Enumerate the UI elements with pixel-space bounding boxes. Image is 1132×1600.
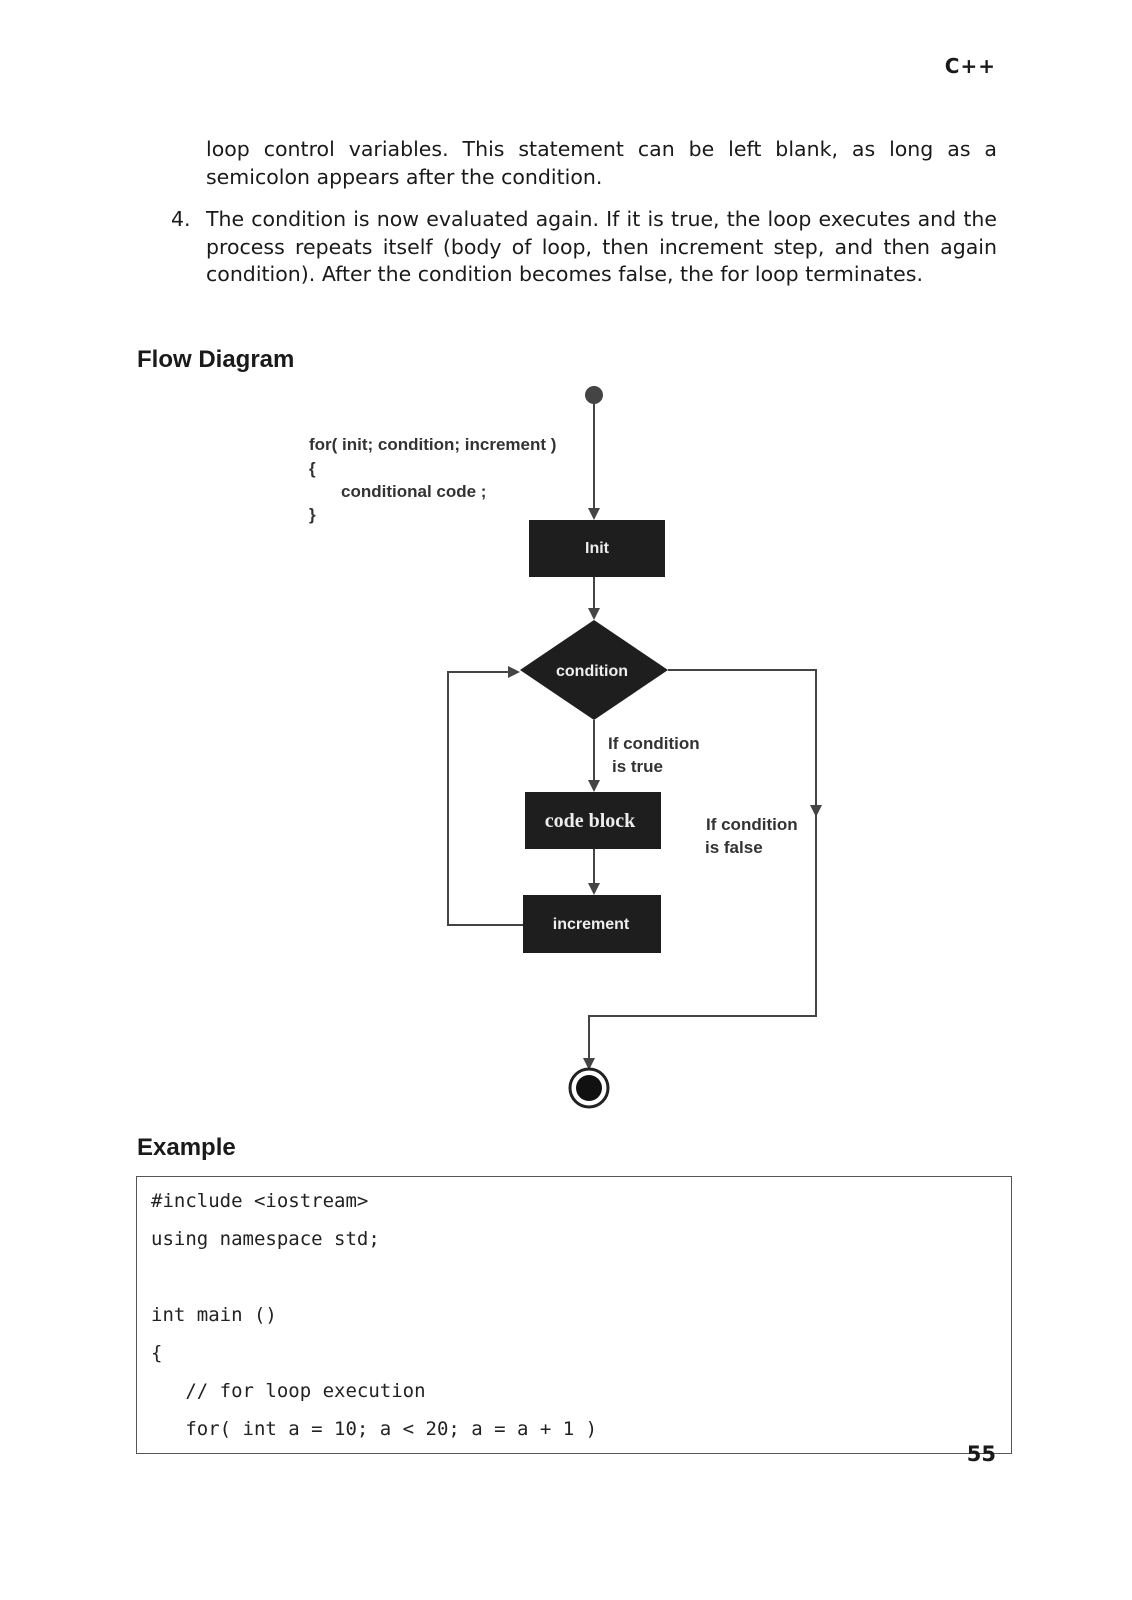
paragraph-continuation: loop control variables. This statement c… xyxy=(206,137,997,189)
false-label-line-2: is false xyxy=(705,838,763,857)
false-path-to-end xyxy=(583,815,817,1070)
start-node xyxy=(585,386,603,404)
list-item-4: The condition is now evaluated again. If… xyxy=(206,207,997,286)
increment-box xyxy=(523,895,661,953)
flow-diagram-heading: Flow Diagram xyxy=(137,346,295,373)
true-label-line-2: is true xyxy=(612,757,663,776)
code-line-7: for( int a = 10; a < 20; a = a + 1 ) xyxy=(151,1418,598,1440)
init-box xyxy=(529,520,665,577)
end-node-core xyxy=(576,1075,602,1101)
false-label-line-1: If condition xyxy=(706,815,798,834)
arrow-loop-back xyxy=(447,666,523,926)
code-block-box xyxy=(525,792,661,849)
list-number: 4. xyxy=(171,207,191,231)
diagram-code-line-2: { xyxy=(309,459,316,478)
arrow-condition-false xyxy=(668,669,822,817)
code-line-5: { xyxy=(151,1342,163,1364)
init-label: Init xyxy=(585,540,610,557)
true-label-line-1: If condition xyxy=(608,734,700,753)
diagram-code-line-1: for( init; condition; increment ) xyxy=(309,435,556,454)
flow-diagram: for( init; condition; increment ) { cond… xyxy=(309,386,822,1109)
condition-diamond xyxy=(520,620,668,720)
condition-label: condition xyxy=(556,663,628,680)
code-line-2: using namespace std; xyxy=(151,1228,380,1250)
example-heading: Example xyxy=(137,1134,236,1161)
page-number: 55 xyxy=(966,1442,996,1466)
code-example-box: #include <iostream> using namespace std;… xyxy=(136,1176,1012,1454)
code-line-1: #include <iostream> xyxy=(151,1190,369,1212)
code-line-6: // for loop execution xyxy=(151,1380,426,1402)
diagram-code-line-4: } xyxy=(309,505,316,524)
page-header: C++ xyxy=(944,54,996,78)
increment-label: increment xyxy=(553,916,630,933)
diagram-code-line-3: conditional code ; xyxy=(341,482,486,501)
code-block-label: code block xyxy=(545,810,636,832)
code-line-4: int main () xyxy=(151,1304,277,1326)
